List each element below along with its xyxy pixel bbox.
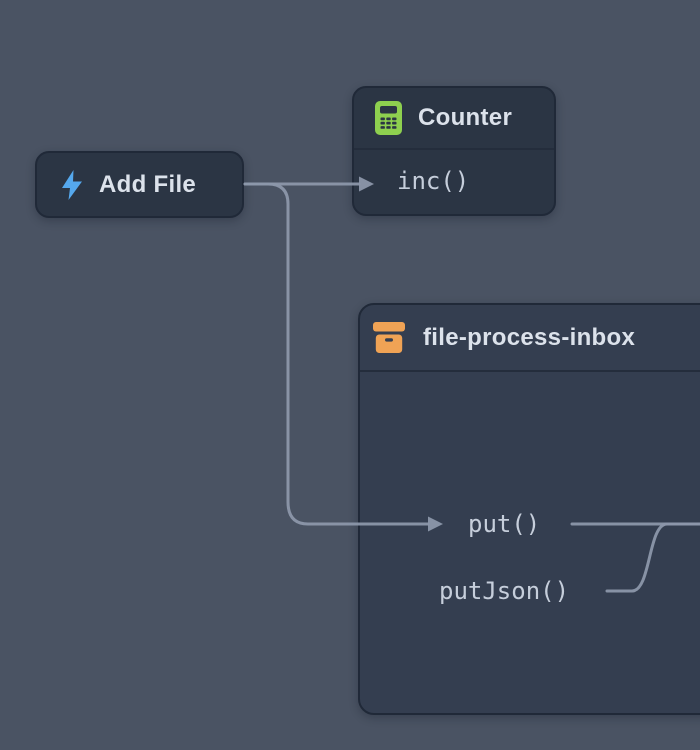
node-inbox-header[interactable]: file-process-inbox xyxy=(360,305,700,370)
method-put-label[interactable]: put() xyxy=(468,510,541,538)
bolt-icon xyxy=(62,169,82,200)
method-row-inc[interactable]: inc() xyxy=(354,150,554,212)
node-counter[interactable]: Counter inc() xyxy=(352,86,556,216)
archive-box-icon xyxy=(373,322,405,353)
inbox-header-divider xyxy=(360,370,700,372)
node-add-file[interactable]: Add File xyxy=(35,151,244,218)
counter-header-divider xyxy=(354,148,554,150)
node-counter-title: Counter xyxy=(418,104,513,131)
node-counter-header[interactable]: Counter xyxy=(354,88,554,148)
node-add-file-label: Add File xyxy=(99,170,197,198)
node-file-process-inbox[interactable]: file-process-inbox put() putJson() xyxy=(358,303,700,715)
calculator-icon xyxy=(375,101,402,135)
node-inbox-title: file-process-inbox xyxy=(423,323,636,351)
method-inc-label: inc() xyxy=(397,167,470,195)
method-putjson-label[interactable]: putJson() xyxy=(439,577,570,605)
